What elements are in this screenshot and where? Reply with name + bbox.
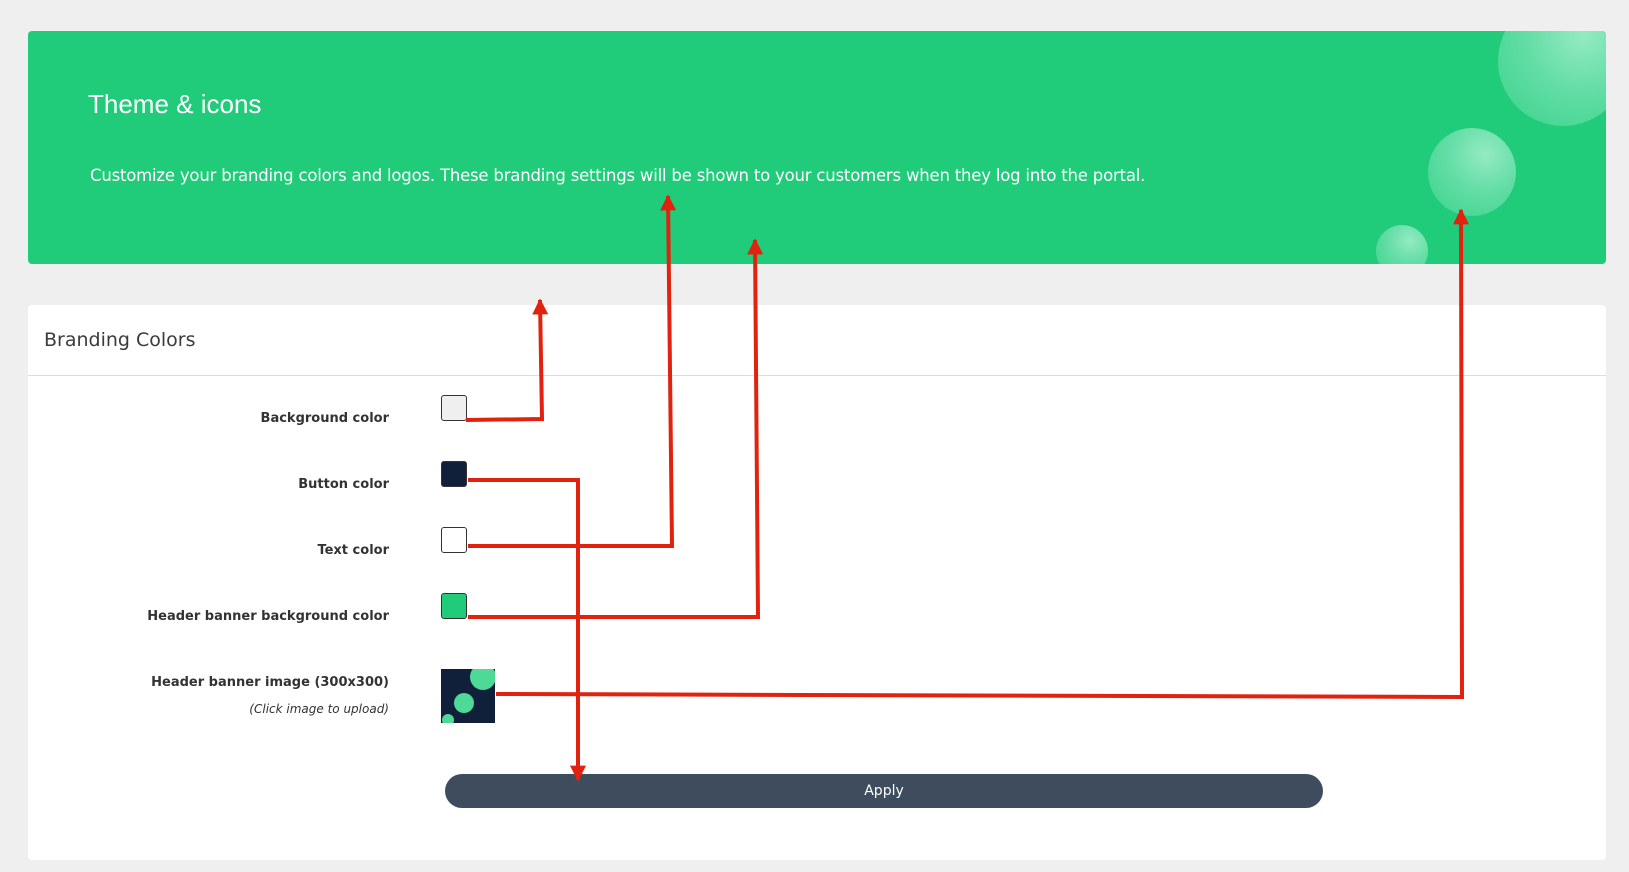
- branding-colors-card: Branding Colors Background color Button …: [28, 305, 1606, 860]
- page-description: Customize your branding colors and logos…: [90, 166, 1146, 185]
- upload-hint: (Click image to upload): [249, 702, 389, 716]
- header-banner-image-label: Header banner image (300x300): [151, 675, 389, 690]
- button-color-label: Button color: [298, 477, 389, 492]
- header-banner-background-color-label: Header banner background color: [147, 609, 389, 624]
- page-title: Theme & icons: [88, 89, 262, 119]
- text-color-label: Text color: [317, 543, 389, 558]
- decorative-bubble-small: [1376, 225, 1428, 264]
- thumbnail-dot-large: [470, 669, 495, 690]
- text-color-swatch[interactable]: [441, 527, 467, 553]
- card-title: Branding Colors: [44, 329, 196, 351]
- thumbnail-dot-medium: [454, 693, 474, 713]
- thumbnail-dot-small: [442, 714, 454, 723]
- decorative-bubble-medium: [1428, 128, 1516, 216]
- button-color-swatch[interactable]: [441, 461, 467, 487]
- card-divider: [28, 375, 1606, 376]
- decorative-bubble-large: [1498, 31, 1606, 126]
- background-color-swatch[interactable]: [441, 395, 467, 421]
- background-color-label: Background color: [260, 411, 389, 426]
- header-banner: Theme & icons Customize your branding co…: [28, 31, 1606, 264]
- header-banner-background-color-swatch[interactable]: [441, 593, 467, 619]
- header-banner-image-thumbnail[interactable]: [441, 669, 495, 723]
- apply-button[interactable]: Apply: [445, 774, 1323, 808]
